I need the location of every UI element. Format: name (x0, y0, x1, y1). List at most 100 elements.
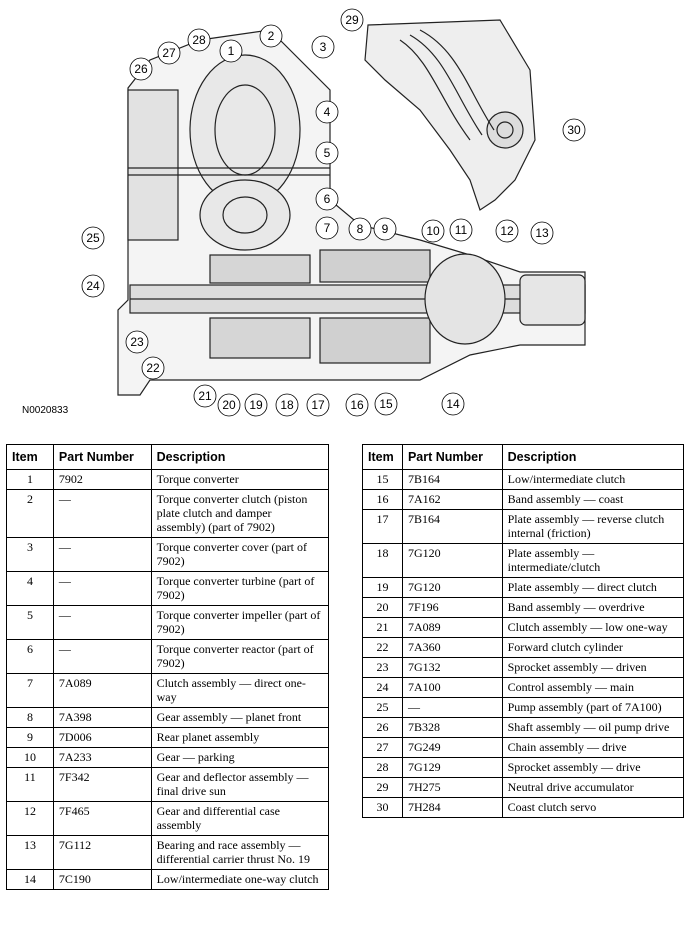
description-cell: Coast clutch servo (501, 797, 685, 818)
item-cell: 17 (362, 509, 403, 544)
callout-label: 7 (324, 221, 331, 235)
description-cell: Band assembly — coast (501, 489, 685, 510)
description-cell: Rear planet assembly (150, 727, 330, 748)
callout-circle (81, 274, 105, 298)
callout-label: 5 (324, 146, 331, 160)
callout-circle (348, 217, 372, 241)
part-number-cell: 7D006 (52, 727, 152, 748)
item-cell: 19 (362, 577, 403, 598)
item-cell: 3 (6, 537, 54, 572)
part-number-cell: 7A398 (52, 707, 152, 728)
part-number-cell: — (52, 571, 152, 606)
callout-label: 13 (535, 226, 549, 240)
description-cell: Plate assembly — reverse clutch internal… (501, 509, 685, 544)
item-cell: 23 (362, 657, 403, 678)
transmission-body (117, 19, 586, 396)
part-number-cell: 7B164 (401, 469, 503, 490)
item-cell: 10 (6, 747, 54, 768)
table-row: 25—Pump assembly (part of 7A100) (362, 697, 685, 718)
description-cell: Bearing and race assembly — differential… (150, 835, 330, 870)
callout-label: 16 (350, 398, 364, 412)
callout-label: 11 (455, 223, 468, 237)
part-number-cell: 7A089 (52, 673, 152, 708)
callout-circle (495, 219, 519, 243)
callout-circle (345, 393, 369, 417)
item-cell: 9 (6, 727, 54, 748)
header-description: Description (150, 444, 330, 470)
callout-circle (193, 384, 217, 408)
item-cell: 1 (6, 469, 54, 490)
callout-circle (373, 217, 397, 241)
part-number-cell: 7A089 (401, 617, 503, 638)
header-description: Description (501, 444, 685, 470)
item-cell: 11 (6, 767, 54, 802)
description-cell: Pump assembly (part of 7A100) (501, 697, 685, 718)
part-number-cell: — (401, 697, 503, 718)
item-cell: 16 (362, 489, 403, 510)
callout-circle (315, 141, 339, 165)
callout-circle (441, 392, 465, 416)
item-cell: 6 (6, 639, 54, 674)
part-number-cell: 7902 (52, 469, 152, 490)
item-cell: 5 (6, 605, 54, 640)
callout-label: 27 (162, 46, 176, 60)
description-cell: Plate assembly — direct clutch (501, 577, 685, 598)
callout-circle (81, 226, 105, 250)
callout-circle (562, 118, 586, 142)
description-cell: Band assembly — overdrive (501, 597, 685, 618)
callout-circle (311, 35, 335, 59)
callout-label: 9 (382, 222, 389, 236)
callout-circle (157, 41, 181, 65)
item-cell: 15 (362, 469, 403, 490)
part-number-cell: 7G120 (401, 543, 503, 578)
description-cell: Gear and differential case assembly (150, 801, 330, 836)
item-cell: 28 (362, 757, 403, 778)
callout-label: 19 (249, 398, 263, 412)
item-cell: 8 (6, 707, 54, 728)
description-cell: Forward clutch cylinder (501, 637, 685, 658)
item-cell: 25 (362, 697, 403, 718)
item-cell: 12 (6, 801, 54, 836)
item-cell: 20 (362, 597, 403, 618)
callout-label: 15 (379, 397, 393, 411)
description-cell: Plate assembly — intermediate/clutch (501, 543, 685, 578)
part-number-cell: 7G129 (401, 757, 503, 778)
description-cell: Clutch assembly — low one-way (501, 617, 685, 638)
callout-label: 3 (320, 40, 327, 54)
description-cell: Gear — parking (150, 747, 330, 768)
description-cell: Torque converter turbine (part of 7902) (150, 571, 330, 606)
description-cell: Chain assembly — drive (501, 737, 685, 758)
callout-circle (187, 28, 211, 52)
callout-label: 23 (130, 335, 144, 349)
part-number-cell: — (52, 639, 152, 674)
part-number-cell: 7B164 (401, 509, 503, 544)
callout-label: 17 (311, 398, 325, 412)
callout-label: 22 (146, 361, 160, 375)
callout-label: 25 (86, 231, 100, 245)
description-cell: Low/intermediate clutch (501, 469, 685, 490)
callout-label: 26 (134, 62, 148, 76)
part-number-cell: 7A233 (52, 747, 152, 768)
part-number-cell: 7F196 (401, 597, 503, 618)
callout-circle (244, 393, 268, 417)
callout-label: 12 (500, 224, 514, 238)
description-cell: Gear assembly — planet front (150, 707, 330, 728)
callout-label: 30 (567, 123, 581, 137)
header-item: Item (6, 444, 54, 470)
callout-label: 20 (222, 398, 236, 412)
